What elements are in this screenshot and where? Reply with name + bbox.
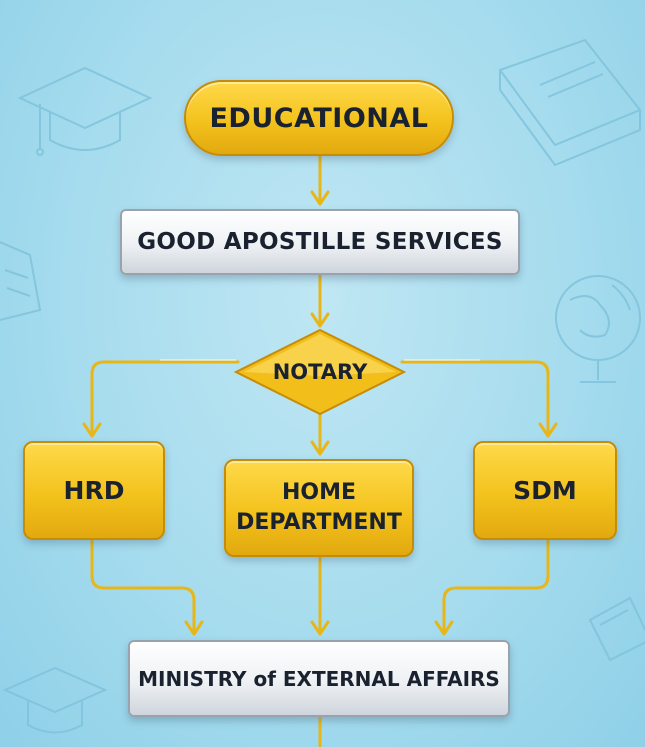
node-notary-label: NOTARY xyxy=(272,360,368,384)
node-home-department: HOME DEPARTMENT xyxy=(224,459,414,557)
graduation-cap-icon xyxy=(17,66,153,156)
notary-diamond xyxy=(233,328,407,416)
node-good-apostille-label: GOOD APOSTILLE SERVICES xyxy=(137,229,503,255)
connector-sdm-ministry xyxy=(442,538,550,632)
connector-notary-sdm xyxy=(400,360,550,434)
node-ministry-label: MINISTRY of EXTERNAL AFFAIRS xyxy=(138,666,500,691)
node-sdm: SDM xyxy=(473,441,617,540)
connector-notary-hrd xyxy=(90,360,240,434)
node-home-label-line1: HOME xyxy=(281,480,357,506)
node-hrd-label: HRD xyxy=(63,476,125,505)
node-educational: EDUCATIONAL xyxy=(184,80,454,156)
arrowhead xyxy=(184,620,204,636)
node-educational-label: EDUCATIONAL xyxy=(209,102,429,134)
arrowhead xyxy=(310,190,330,206)
arrowhead xyxy=(310,440,330,456)
document-icon xyxy=(588,596,645,662)
globe-icon xyxy=(555,275,641,383)
arrowhead xyxy=(82,422,102,438)
node-good-apostille-services: GOOD APOSTILLE SERVICES xyxy=(120,209,520,275)
node-sdm-label: SDM xyxy=(513,476,577,505)
node-ministry-external-affairs: MINISTRY of EXTERNAL AFFAIRS xyxy=(128,640,510,717)
document-icon xyxy=(0,241,42,321)
arrowhead xyxy=(310,620,330,636)
arrowhead xyxy=(434,620,454,636)
arrowhead xyxy=(310,312,330,328)
book-icon xyxy=(498,38,642,167)
graduation-cap-icon xyxy=(2,666,108,734)
arrowhead xyxy=(538,422,558,438)
node-hrd: HRD xyxy=(23,441,165,540)
connector-hrd-ministry xyxy=(90,538,196,632)
node-home-label-line2: DEPARTMENT xyxy=(236,510,402,535)
